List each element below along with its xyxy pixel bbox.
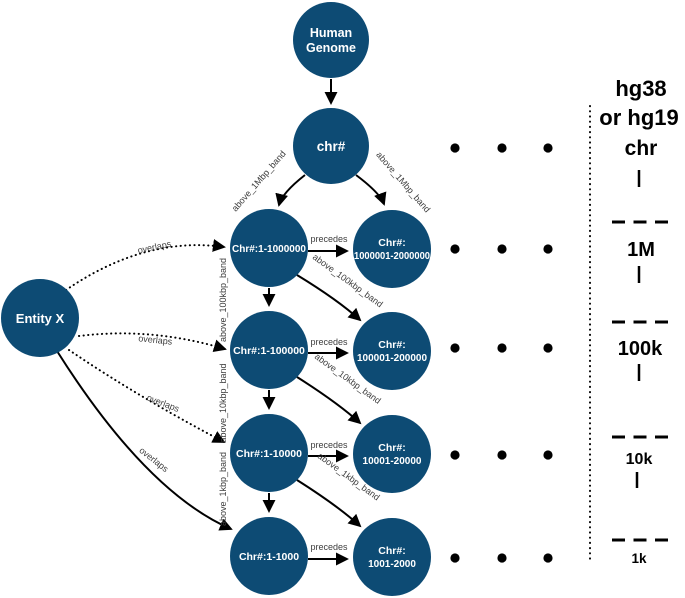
- edge-overlaps-1k: [56, 350, 233, 531]
- edge-label-overlaps-1m: overlaps: [137, 239, 173, 256]
- edge-overlaps-1m: [65, 239, 226, 291]
- edge-label-overlaps-100k: overlaps: [138, 333, 173, 347]
- chr-1-10000-label: Chr#:1-10000: [236, 448, 302, 460]
- legend-level-10k: 10k: [626, 451, 653, 468]
- legend-level-1k: 1k: [631, 551, 647, 566]
- ellipsis-dot: [543, 244, 553, 254]
- ellipsis-dot: [450, 450, 460, 460]
- entity-x-circle: [1, 279, 79, 357]
- ellipsis-dot: [450, 343, 460, 353]
- chr-1-100000-label: Chr#:1-100000: [233, 345, 305, 357]
- chr-1000001-2000000-circle: [353, 210, 431, 288]
- node-chr-100001-200000: Chr#: 100001-200000: [353, 312, 431, 390]
- chr-1-1000000-label: Chr#:1-1000000: [232, 243, 306, 255]
- ellipsis-dot: [543, 450, 553, 460]
- edge-label-above-10kbp-vertical: above_10kbp_band: [218, 363, 228, 442]
- chr-10001-20000-label-line2: 10001-20000: [363, 456, 422, 467]
- scale-legend: hg38 or hg19 chr 1M 100k 10k 1k: [589, 76, 679, 566]
- ellipsis-dot: [497, 450, 507, 460]
- legend-level-1m: 1M: [627, 239, 655, 261]
- chr-100001-200000-circle: [353, 312, 431, 390]
- node-chr-1-1000: Chr#:1-1000: [230, 517, 308, 595]
- human-genome-label-line1: Human: [310, 26, 352, 40]
- chr-1-10000-circle: [230, 414, 308, 492]
- chr-10001-20000-label-line1: Chr#:: [378, 442, 405, 454]
- chr-1000001-2000000-label-line2: 1000001-2000000: [354, 251, 430, 262]
- edge-overlaps-100k: [78, 332, 227, 353]
- chr-100001-200000-label-line2: 100001-200000: [357, 353, 428, 364]
- node-chr-10001-20000: Chr#: 10001-20000: [353, 415, 431, 493]
- chr-label: chr#: [317, 139, 346, 154]
- edge-left100k-to-right10k: [296, 376, 362, 425]
- chr-10001-20000-circle: [353, 415, 431, 493]
- ellipsis-dot: [450, 143, 460, 153]
- ellipsis-dot: [543, 553, 553, 563]
- edge-chr-to-right1m: [355, 174, 387, 206]
- ellipsis-dot: [543, 143, 553, 153]
- edge-label-precedes-100k: precedes: [310, 337, 348, 347]
- ellipsis-dot: [497, 553, 507, 563]
- chr-1000001-2000000-label-line1: Chr#:: [378, 237, 405, 249]
- edge-label-overlaps-10k: overlaps: [145, 392, 181, 414]
- node-entity-x: Entity X: [1, 279, 79, 357]
- node-chr-1000001-2000000: Chr#: 1000001-2000000: [353, 210, 431, 288]
- node-human-genome: Human Genome: [293, 2, 369, 78]
- edge-overlaps-10k: [68, 349, 226, 443]
- ellipsis-dot: [497, 343, 507, 353]
- edge-left10k-to-right1k: [296, 479, 362, 528]
- legend-level-100k: 100k: [618, 338, 663, 360]
- node-chr-1-1000000: Chr#:1-1000000: [230, 209, 308, 287]
- edge-chr-to-left1m: [275, 174, 306, 207]
- ellipsis-dot: [450, 553, 460, 563]
- edge-label-above-100kbp-vertical: above_100kbp_band: [218, 258, 228, 342]
- ellipsis-dots: [450, 143, 553, 563]
- chr-circle: [293, 108, 369, 184]
- chr-1-100000-circle: [230, 311, 308, 389]
- ellipsis-dot: [450, 244, 460, 254]
- edge-label-overlaps-1k: overlaps: [137, 445, 170, 474]
- edge-label-above-1kbp-vertical: above_1kbp_band: [218, 452, 228, 526]
- chr-1-1000000-circle: [230, 209, 308, 287]
- chr-1001-2000-circle: [353, 518, 431, 596]
- human-genome-circle: [293, 2, 369, 78]
- human-genome-label-line2: Genome: [306, 41, 356, 55]
- edges: [56, 79, 387, 566]
- edge-label-precedes-1m: precedes: [310, 234, 348, 244]
- ellipsis-dot: [543, 343, 553, 353]
- node-chr-1-100000: Chr#:1-100000: [230, 311, 308, 389]
- node-chr-1-10000: Chr#:1-10000: [230, 414, 308, 492]
- legend-assembly-line1: hg38: [615, 76, 666, 101]
- legend-assembly-line2: or hg19: [599, 105, 678, 130]
- ellipsis-dot: [497, 244, 507, 254]
- node-chr: chr#: [293, 108, 369, 184]
- chr-100001-200000-label-line1: Chr#:: [378, 339, 405, 351]
- entity-x-label: Entity X: [16, 311, 65, 326]
- node-chr-1001-2000: Chr#: 1001-2000: [353, 518, 431, 596]
- ellipsis-dot: [497, 143, 507, 153]
- chr-1-1000-circle: [230, 517, 308, 595]
- edge-label-above-1mbp-right: above_1Mbp_band: [374, 150, 432, 215]
- chr-1-1000-label: Chr#:1-1000: [239, 551, 299, 563]
- edge-label-precedes-10k: precedes: [310, 440, 348, 450]
- chr-1001-2000-label-line1: Chr#:: [378, 545, 405, 557]
- chr-1001-2000-label-line2: 1001-2000: [368, 559, 416, 570]
- legend-level-chr: chr: [625, 137, 658, 160]
- edge-label-precedes-1k: precedes: [310, 542, 348, 552]
- edge-left1m-to-right100k: [296, 274, 362, 322]
